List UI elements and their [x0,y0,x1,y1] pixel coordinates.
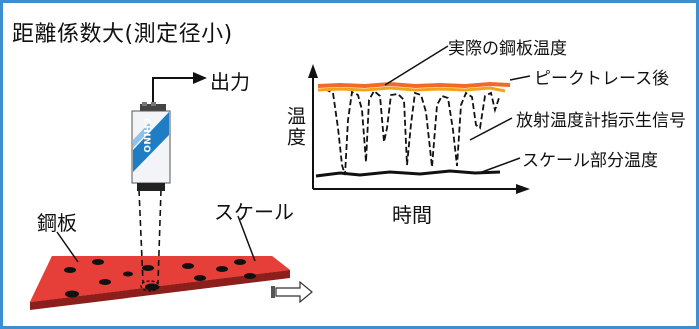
steel-plate-leader [56,231,79,263]
radiation-thermometer-sensor [131,102,171,191]
diagram-title: 距離係数大(測定径小) [12,22,233,47]
actual-temp-label: 実際の鋼板温度 [448,39,567,59]
scale-spots [64,259,256,298]
sensor-brand-text: CHINO [141,118,151,154]
measurement-spot [140,280,160,292]
scale-label: スケール [214,200,294,224]
output-label: 出力 [210,70,250,94]
time-axis-label: 時間 [392,203,432,227]
after-peak-trace-label: ピークトレース後 [534,69,670,89]
scale-part-temp-label: スケール部分温度 [522,151,658,171]
radiation-signal-label: 放射温度計指示生信号 [516,111,686,131]
temperature-chart [308,45,531,194]
measurement-beam [138,189,162,284]
movement-arrow [271,280,313,304]
output-arrow [152,72,207,106]
steel-plate [30,256,290,310]
temperature-axis-label: 温度 [284,106,306,148]
steel-plate-label: 鋼板 [37,211,77,235]
scale-leader [237,215,256,262]
